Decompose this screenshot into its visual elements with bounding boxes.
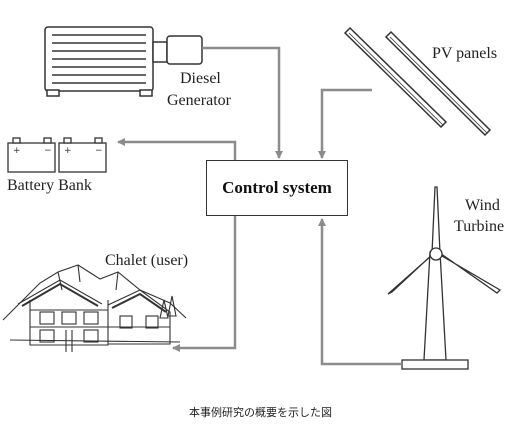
arrow-control-to-chalet [172, 216, 237, 352]
arrow-control-to-battery [117, 138, 237, 160]
wind-label-line1: Wind [465, 197, 500, 214]
wind-label-line2: Turbine [454, 218, 505, 235]
control-system-box: Control system [206, 160, 348, 216]
arrow-wind-to-control [318, 218, 402, 366]
svg-text:−: − [44, 146, 52, 156]
chalet-label: Chalet (user) [105, 252, 189, 269]
figure-caption: 本事例研究の概要を示した図 [189, 406, 332, 419]
control-system-label: Control system [222, 178, 332, 197]
chalet-icon [2, 264, 187, 352]
diesel-label-line1: Diesel [180, 70, 221, 87]
wind-turbine-icon [387, 186, 502, 370]
battery-bank-icon: + − + − [7, 137, 107, 173]
svg-text:+: + [64, 146, 72, 156]
connection-arrows [117, 46, 402, 366]
arrow-pv-to-control [318, 88, 372, 159]
arrow-diesel-to-control [202, 46, 283, 159]
pv-panels-icon [343, 26, 492, 137]
svg-text:+: + [13, 146, 21, 156]
diesel-generator-icon [44, 26, 203, 97]
diesel-label-line2: Generator [167, 92, 231, 109]
battery-label: Battery Bank [7, 177, 92, 194]
pv-label: PV panels [432, 45, 498, 62]
svg-text:−: − [95, 146, 103, 156]
